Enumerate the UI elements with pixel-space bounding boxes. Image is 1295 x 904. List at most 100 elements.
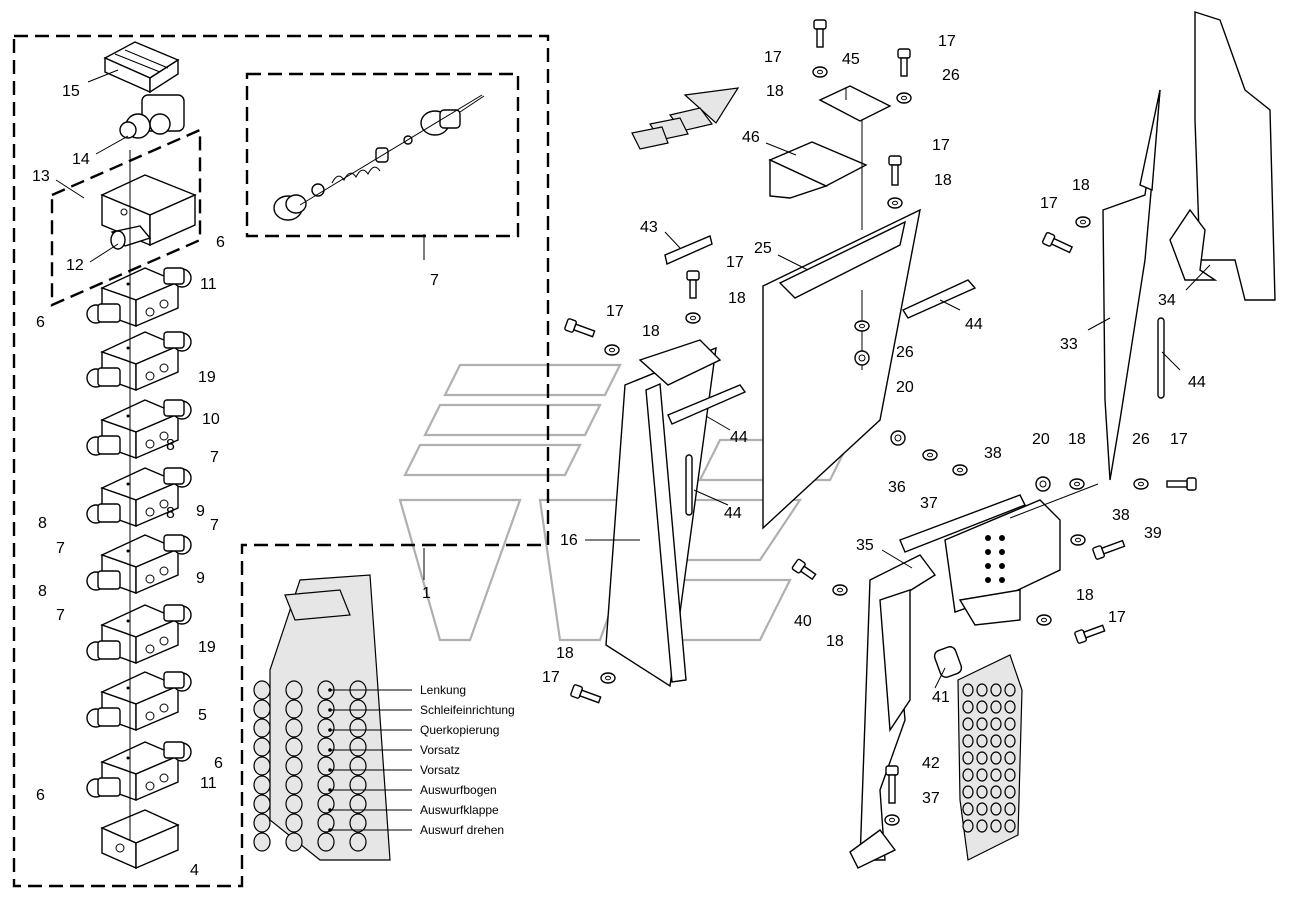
small-block-port — [1004, 802, 1016, 816]
strips — [664, 235, 1165, 516]
valve-function-label: Auswurfbogen — [420, 783, 497, 797]
part-number-p17a: 17 — [764, 49, 782, 66]
valve-section-8 — [86, 741, 192, 802]
small-block-port — [990, 683, 1002, 697]
bolt — [885, 765, 899, 804]
small-block-port — [962, 785, 974, 799]
control-valve-stack — [86, 41, 197, 870]
part-number-p14: 14 — [72, 151, 90, 168]
small-block-port — [976, 734, 988, 748]
fitting-41 — [933, 646, 963, 678]
valve-section-4 — [86, 467, 192, 528]
small-block-port — [962, 683, 974, 697]
overview-port — [253, 756, 271, 776]
part-number-p33: 33 — [1060, 336, 1078, 353]
bolt — [1041, 231, 1074, 254]
part-number-p37a: 37 — [920, 495, 938, 512]
part-number-p8a: 8 — [166, 437, 175, 454]
part-number-p19b: 19 — [198, 639, 216, 656]
overview-port — [349, 718, 367, 738]
valve-function-label: Schleifeinrichtung — [420, 703, 515, 717]
valve-function-label: Lenkung — [420, 683, 466, 697]
end-block-group-outline — [50, 128, 202, 307]
washer — [884, 814, 900, 826]
orientation-marks — [631, 87, 740, 150]
part-number-p10: 10 — [202, 411, 220, 428]
overview-port — [285, 794, 303, 814]
overview-port — [253, 699, 271, 719]
part-number-p17e: 17 — [606, 303, 624, 320]
nut — [1035, 476, 1051, 492]
part-number-p8d: 8 — [38, 583, 47, 600]
part-number-p40: 40 — [794, 613, 812, 630]
overview-port — [285, 737, 303, 757]
part-number-labels: 1514131261161910879878798719561164711718… — [32, 33, 1206, 879]
small-block-port — [1004, 700, 1016, 714]
valve-section-5 — [86, 534, 192, 595]
part-number-p1: 1 — [422, 585, 431, 602]
part-number-p44c: 44 — [724, 505, 742, 522]
small-block-port — [990, 751, 1002, 765]
part-number-p18f: 18 — [1068, 431, 1086, 448]
overview-port — [317, 718, 335, 738]
small-block-port — [1004, 751, 1016, 765]
small-block-port — [976, 785, 988, 799]
overview-port — [317, 756, 335, 776]
part-number-p18c: 18 — [728, 290, 746, 307]
part-number-p18i: 18 — [556, 645, 574, 662]
part-number-p18h: 18 — [826, 633, 844, 650]
part-number-p18g: 18 — [1076, 587, 1094, 604]
valve-function-label: Auswurf drehen — [420, 823, 504, 837]
valve-function-label: Auswurfklappe — [420, 803, 499, 817]
washer — [1070, 534, 1086, 546]
guide-plate-33 — [1102, 89, 1161, 481]
fasteners — [564, 19, 1197, 826]
end-block-4 — [100, 809, 180, 870]
overview-port — [253, 737, 271, 757]
bracket-hole — [999, 577, 1005, 583]
part-number-p17b: 17 — [938, 33, 956, 50]
part-number-p41: 41 — [932, 689, 950, 706]
small-block-port — [976, 819, 988, 833]
washer — [685, 312, 701, 324]
washer — [604, 344, 620, 356]
part-number-p20a: 20 — [896, 379, 914, 396]
part-number-p12: 12 — [66, 257, 84, 274]
panel-16 — [605, 339, 722, 688]
bracket-hole — [999, 563, 1005, 569]
bracket-hole — [985, 535, 991, 541]
function-leader-dot — [328, 808, 332, 812]
washer — [1075, 216, 1091, 228]
part-number-p19a: 19 — [198, 369, 216, 386]
bolt — [1166, 477, 1197, 491]
washer — [1133, 478, 1149, 490]
nut — [854, 350, 870, 366]
small-block-port — [976, 751, 988, 765]
overview-port — [253, 813, 271, 833]
small-block-port — [1004, 768, 1016, 782]
pressure-valve-14 — [119, 94, 185, 139]
part-number-p17i: 17 — [542, 669, 560, 686]
bolt — [813, 19, 827, 48]
small-block-port — [990, 700, 1002, 714]
valve-detail-parts — [273, 94, 485, 221]
part-number-p8b: 8 — [38, 515, 47, 532]
part-number-p39: 39 — [1144, 525, 1162, 542]
washer — [832, 584, 848, 596]
bracket-hole — [985, 577, 991, 583]
small-block-port — [1004, 819, 1016, 833]
valve-section-6 — [86, 604, 192, 665]
part-number-p44b: 44 — [730, 429, 748, 446]
part-number-p7b: 7 — [56, 540, 65, 557]
part-number-p46: 46 — [742, 129, 760, 146]
washer — [600, 672, 616, 684]
part-number-p8c: 8 — [166, 505, 175, 522]
end-block-13 — [100, 174, 197, 247]
bolt — [686, 270, 700, 299]
overview-port — [253, 718, 271, 738]
small-block-port — [962, 819, 974, 833]
valve-block-small — [957, 654, 1023, 861]
part-number-p38b: 38 — [1112, 507, 1130, 524]
part-number-p17d: 17 — [726, 254, 744, 271]
mounting-bracket — [899, 494, 1061, 626]
